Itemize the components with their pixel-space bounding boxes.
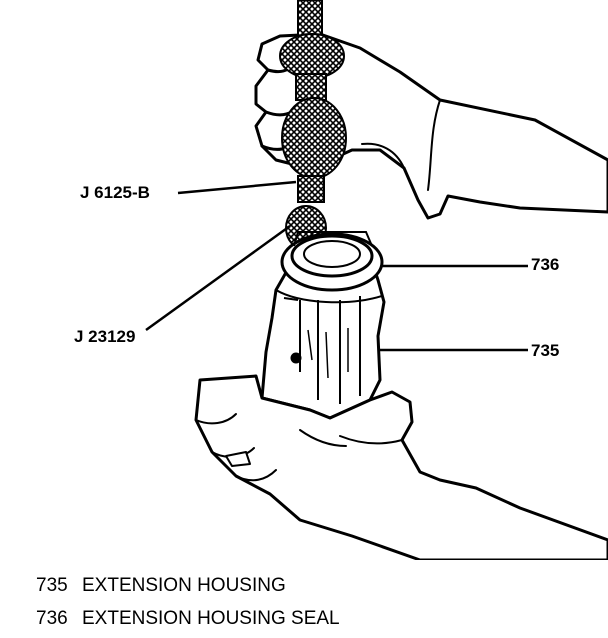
extension-housing-seal [280,231,384,292]
leader-lines [145,180,528,352]
leader-j6125 [177,180,297,195]
callout-j6125-b: J 6125-B [80,183,150,202]
callout-736: 736 [531,255,560,274]
extension-housing [260,260,386,420]
seal-removal-illustration [145,0,608,560]
legend-row-extension-housing-seal: 736 EXTENSION HOUSING SEAL [36,608,340,630]
callout-j23129: J 23129 [74,327,136,346]
lower-hand [194,374,608,560]
legend-label: EXTENSION HOUSING SEAL [82,608,340,629]
legend-label: EXTENSION HOUSING [82,575,286,596]
legend-row-extension-housing: 735 EXTENSION HOUSING [36,575,286,597]
callout-735: 735 [531,341,560,360]
legend-number: 736 [36,608,68,629]
slide-hammer-tool [279,0,347,251]
leader-j23129 [145,224,291,332]
legend-number: 735 [36,575,68,596]
